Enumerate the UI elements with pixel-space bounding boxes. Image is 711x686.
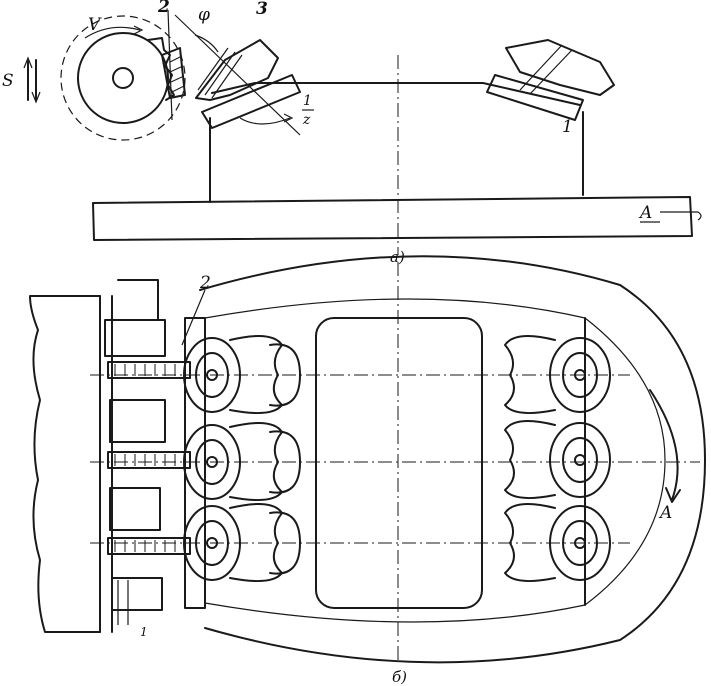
left-wedge xyxy=(201,74,301,129)
label-rot-top: 1 xyxy=(303,93,312,109)
view-a: V S 2 φ 3 1 1 z A а) xyxy=(2,0,702,266)
fixture-body xyxy=(209,111,584,203)
label-2-a: 2 xyxy=(157,0,170,17)
cutter-speed-arrow xyxy=(84,26,141,39)
cutter-block-4 xyxy=(111,577,163,611)
label-v: V xyxy=(88,15,102,35)
left-rollers xyxy=(183,335,301,583)
right-wedge xyxy=(486,74,584,121)
cutter-stock xyxy=(29,295,101,633)
roller-right-2 xyxy=(504,420,611,500)
fixture-top xyxy=(211,82,581,106)
cutter-block-1 xyxy=(104,319,166,357)
label-bottom-mark: 1 xyxy=(140,625,148,639)
label-rot-bottom: z xyxy=(302,112,311,128)
label-s: S xyxy=(2,71,14,91)
cutter-block-2 xyxy=(109,399,166,443)
roller-left-1 xyxy=(183,335,301,415)
label-3: 3 xyxy=(256,0,268,19)
label-a-bottom: A xyxy=(658,503,672,523)
bolt-1 xyxy=(107,361,191,379)
bolt-3 xyxy=(107,537,191,555)
label-phi: φ xyxy=(198,5,210,25)
label-2-b: 2 xyxy=(199,273,211,293)
roller-left-2 xyxy=(183,422,301,502)
cutter-path xyxy=(60,15,186,141)
direction-arrow-a xyxy=(660,211,702,221)
cutter-block-3 xyxy=(109,487,161,531)
label-a-top: A xyxy=(638,203,652,223)
rotation-arrow xyxy=(239,117,291,125)
left-workpiece xyxy=(195,39,279,101)
roller-left-3 xyxy=(183,503,301,583)
left-fixture-rail xyxy=(184,317,206,609)
table-outline xyxy=(199,255,706,664)
arbor-top xyxy=(117,279,159,321)
bolt-2 xyxy=(107,451,191,469)
tool-holder-2 xyxy=(161,47,186,99)
central-block xyxy=(315,317,483,609)
roller-right-1 xyxy=(504,335,611,415)
roller-right-3 xyxy=(504,503,611,583)
base-plate xyxy=(92,196,693,241)
cutter-hub xyxy=(112,67,134,89)
caption-b: б) xyxy=(392,668,407,686)
right-workpiece xyxy=(505,39,615,96)
table-inner xyxy=(204,298,666,623)
view-b: 2 A 1 б) xyxy=(29,255,706,686)
label-1: 1 xyxy=(562,117,573,137)
rotation-arrow-b xyxy=(649,389,679,501)
cutter-outline xyxy=(77,32,169,124)
right-rollers xyxy=(504,335,611,583)
